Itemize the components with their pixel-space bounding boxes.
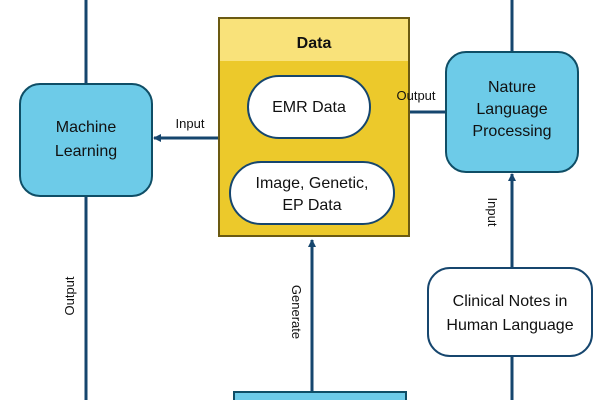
data-panel-title: Data xyxy=(297,35,332,52)
clinical-notes-label-line2: Human Language xyxy=(446,317,573,334)
nlp-label-line2: Language xyxy=(476,101,547,118)
machine-learning-label-line1: Machine xyxy=(56,119,117,136)
image-genetic-ep-box[interactable] xyxy=(229,161,395,225)
machine-learning-node[interactable]: Machine Learning xyxy=(19,83,153,197)
data-panel-header xyxy=(220,19,408,61)
image-genetic-label-line1: Image, Genetic, xyxy=(256,175,369,192)
nlp-label-line1: Nature xyxy=(488,79,536,96)
edge-label-input-ml: Input xyxy=(176,116,205,131)
edge-label-generate: Generate xyxy=(289,285,304,339)
edge-label-input-nlp: Input xyxy=(485,198,500,227)
bottom-source-box xyxy=(233,391,407,400)
nlp-box[interactable] xyxy=(445,51,579,173)
edge-label-output-ml: Output xyxy=(62,276,77,315)
emr-data-box[interactable] xyxy=(247,75,371,139)
machine-learning-box[interactable] xyxy=(19,83,153,197)
emr-data-label: EMR Data xyxy=(272,99,346,116)
edge-label-output-nlp: Output xyxy=(396,88,435,103)
image-genetic-label-line2: EP Data xyxy=(282,197,341,214)
clinical-notes-label-line1: Clinical Notes in xyxy=(453,293,568,310)
clinical-notes-box[interactable] xyxy=(427,267,593,357)
nlp-label-line3: Processing xyxy=(472,123,551,140)
machine-learning-label-line2: Learning xyxy=(55,143,117,160)
data-panel: Data EMR Data Image, Genetic, EP Data xyxy=(218,17,410,237)
nlp-node[interactable]: Nature Language Processing xyxy=(445,51,579,173)
clinical-notes-node[interactable]: Clinical Notes in Human Language xyxy=(427,267,593,357)
